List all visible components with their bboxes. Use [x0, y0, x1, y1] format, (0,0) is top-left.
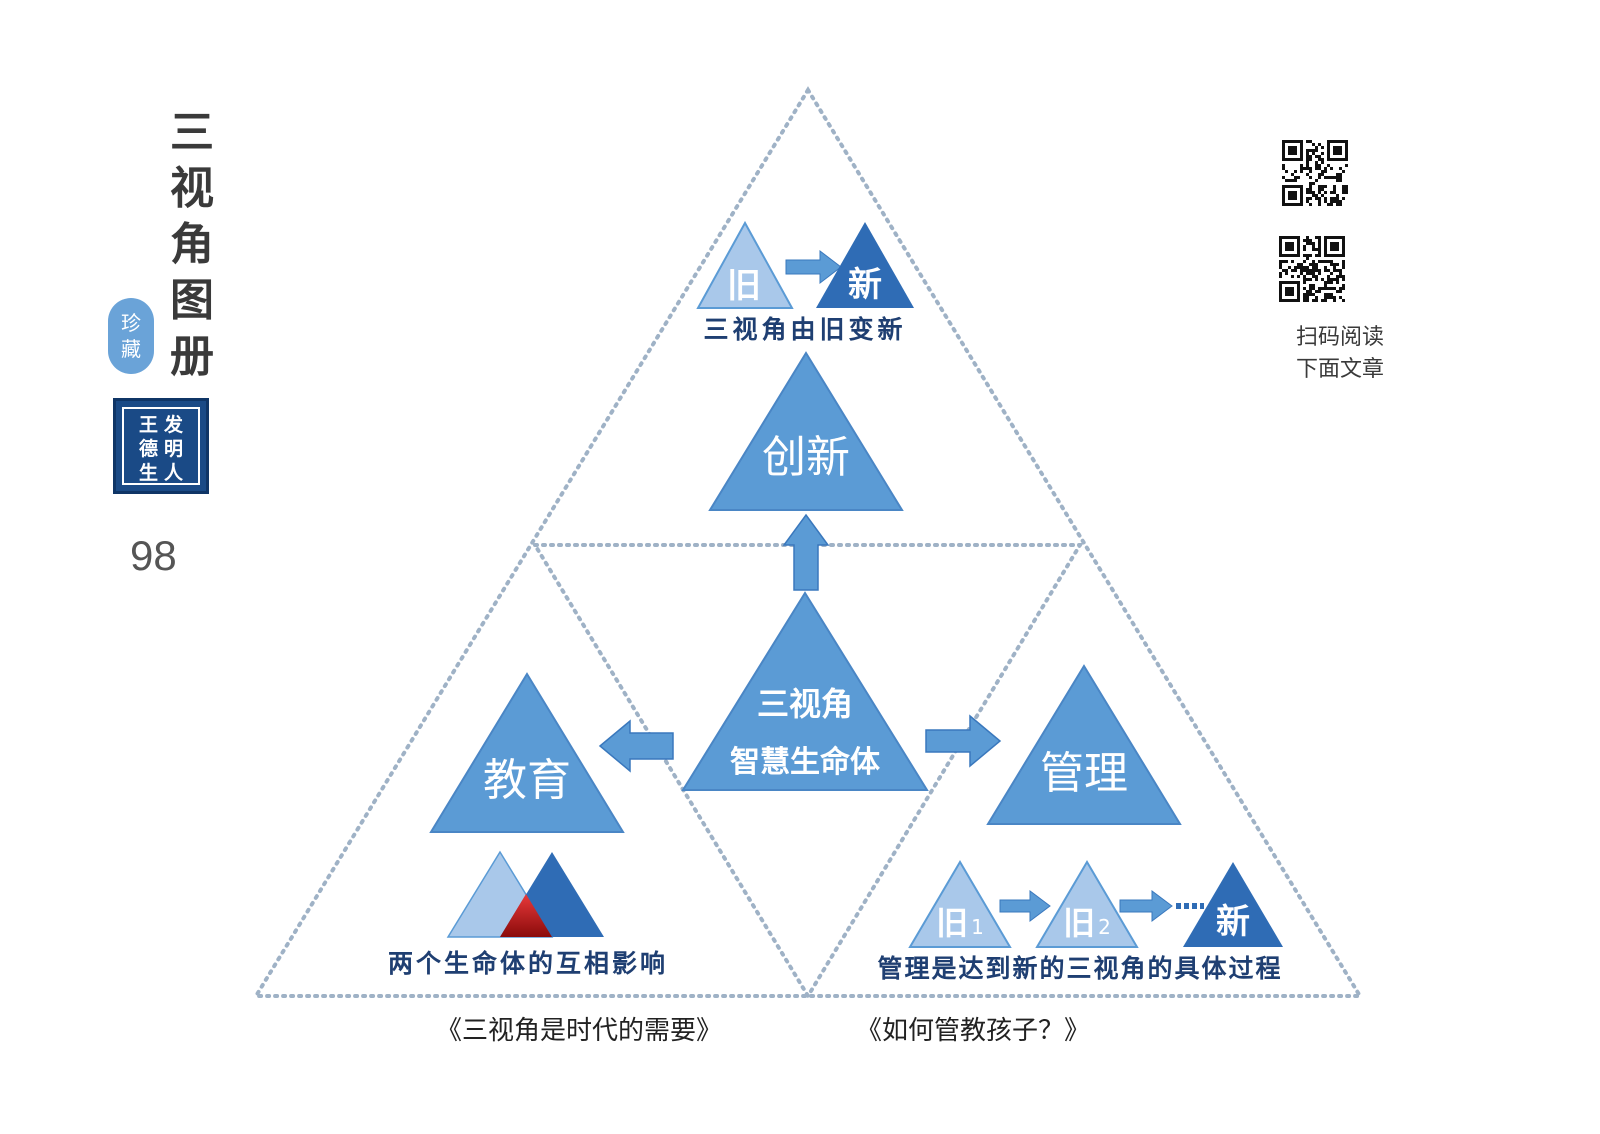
- qr-code-icon[interactable]: [1279, 236, 1345, 302]
- innovation-triangle: [708, 351, 904, 511]
- title-char: 图: [170, 275, 214, 326]
- collection-stamp: 珍 藏: [108, 298, 154, 374]
- seal-char: 明: [164, 438, 184, 460]
- right-arrow: [785, 249, 842, 285]
- left-arrow: [598, 719, 674, 773]
- old2-number: 2: [1098, 915, 1111, 939]
- seal-column-left: 王 德 生: [138, 413, 158, 484]
- page-number: 98: [130, 532, 177, 579]
- stamp-char: 珍: [121, 311, 141, 335]
- education-label: 教育: [483, 755, 571, 806]
- qr-caption-line: 扫码阅读: [1295, 325, 1384, 350]
- seal-frame: 发 明 人 王 德 生: [122, 407, 200, 485]
- inventor-seal: 发 明 人 王 德 生: [113, 398, 209, 494]
- article-link-left[interactable]: 《三视角是时代的需要》: [436, 1016, 723, 1046]
- title-char: 角: [170, 219, 214, 270]
- seal-char: 生: [138, 462, 158, 484]
- title-char: 册: [170, 331, 214, 382]
- education-triangle: [429, 672, 625, 833]
- right-caption: 管理是达到新的三视角的具体过程: [877, 954, 1282, 983]
- right-arrow: [925, 714, 1002, 768]
- right-arrow: [999, 890, 1051, 922]
- seal-column-right: 发 明 人: [164, 413, 184, 484]
- qr-caption-line: 下面文章: [1295, 357, 1384, 382]
- qr-caption: 扫码阅读 下面文章: [1280, 322, 1400, 386]
- seal-char: 德: [138, 438, 158, 460]
- title-char: 三: [170, 107, 214, 158]
- left-caption: 两个生命体的互相影响: [388, 949, 668, 978]
- old-triangle: [696, 220, 794, 309]
- old1-number: 1: [971, 915, 984, 939]
- top-caption: 三视角由旧变新: [703, 315, 906, 344]
- seal-char: 人: [164, 462, 184, 484]
- new-label: 新: [1216, 902, 1250, 942]
- center-triangle: [681, 591, 929, 791]
- innovation-label: 创新: [762, 432, 850, 483]
- old2-char: 旧: [1063, 904, 1095, 942]
- title-char: 视: [170, 163, 214, 214]
- overlap-triangle-red: [500, 894, 552, 937]
- new-label: 新: [848, 265, 882, 305]
- right-arrow: [1119, 890, 1173, 922]
- center-label-line1: 三视角: [757, 685, 853, 723]
- old1-char: 旧: [936, 904, 968, 942]
- old-label: 旧: [727, 266, 761, 306]
- new-triangle: [1183, 862, 1283, 947]
- management-triangle: [986, 664, 1182, 825]
- outer-triangle-outline: [252, 86, 1364, 998]
- seal-char: 发: [164, 414, 184, 436]
- management-label: 管理: [1040, 748, 1128, 799]
- new-triangle: [816, 222, 914, 308]
- seal-char: 王: [138, 414, 158, 436]
- up-arrow: [782, 513, 830, 591]
- old2-triangle: [1035, 860, 1139, 948]
- qr-code-icon[interactable]: [1282, 140, 1348, 206]
- stamp-char: 藏: [121, 337, 141, 361]
- article-link-right[interactable]: 《如何管教孩子？》: [856, 1016, 1091, 1046]
- vertical-book-title: 三 视 角 图 册: [160, 108, 224, 382]
- center-label-line2: 智慧生命体: [730, 745, 881, 780]
- old1-triangle: [908, 860, 1012, 948]
